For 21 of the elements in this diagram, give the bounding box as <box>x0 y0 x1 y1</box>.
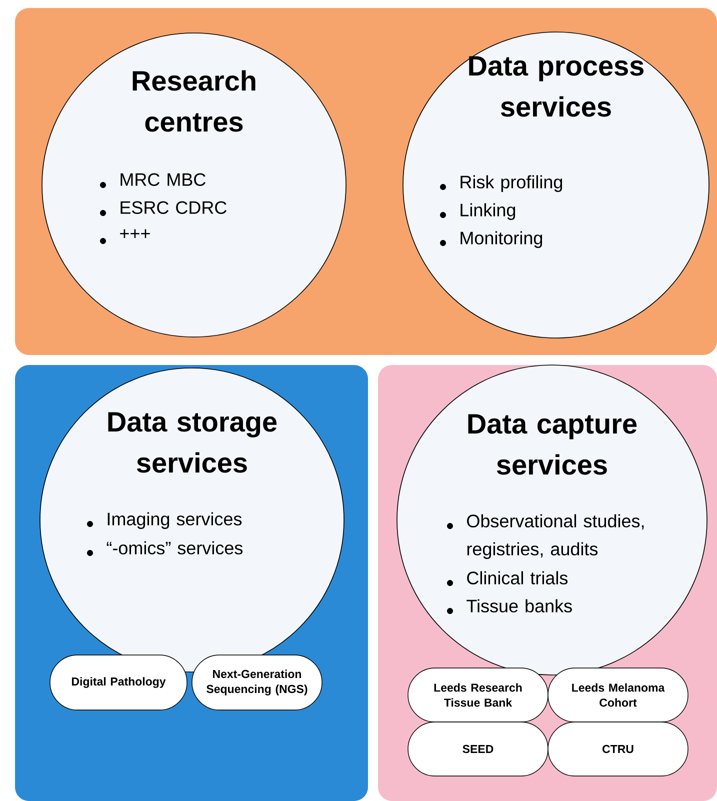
bullet-item: Imaging services <box>108 512 242 529</box>
bullet-item: Observational studies, registries, audits <box>467 514 644 559</box>
heading: Research centres <box>132 70 256 132</box>
bullet-item: Linking <box>460 203 516 220</box>
pill-box: Leeds Research Tissue Bank <box>408 668 548 722</box>
bullet-item: ESRC CDRC <box>120 201 226 214</box>
bullet-item: +++ <box>120 229 150 238</box>
bullet-item: Monitoring <box>460 231 542 248</box>
pill-box: SEED <box>408 722 548 776</box>
bullet-item: Tissue banks <box>466 599 572 612</box>
pill-box: Leeds Melanoma Cohort <box>548 668 688 722</box>
bullet-item: “-omics” services <box>106 541 243 554</box>
pill-box: Digital Pathology <box>50 654 188 710</box>
pill-box: CTRU <box>548 722 688 776</box>
heading: Data storage services <box>108 412 277 473</box>
bullet-item: Clinical trials <box>467 571 568 584</box>
pill-box: Next-Generation Sequencing (NGS) <box>192 654 322 710</box>
bullet-item: Risk profiling <box>460 175 562 192</box>
heading: Data process services <box>469 56 644 117</box>
heading: Data capture services <box>468 414 637 475</box>
bullet-item: MRC MBC <box>120 173 206 186</box>
